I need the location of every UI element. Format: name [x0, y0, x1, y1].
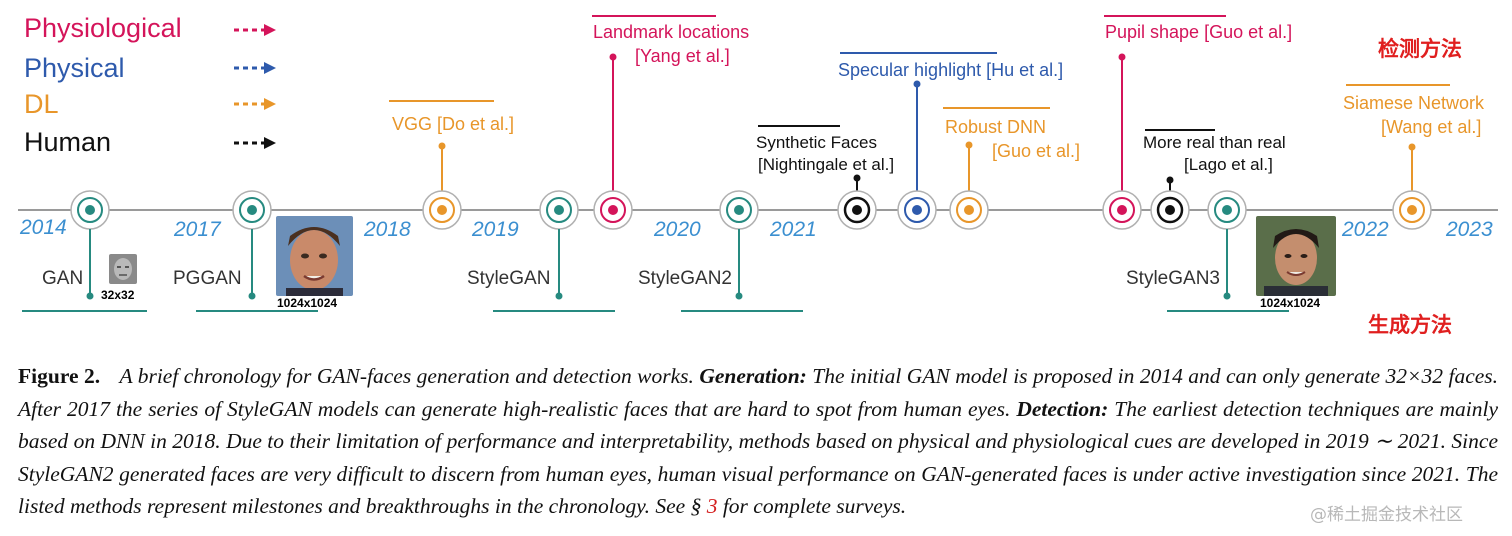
face-image-pggan — [276, 216, 353, 296]
legend-label-human: Human — [24, 127, 111, 157]
generation-methods-label: 生成方法 — [1368, 313, 1452, 337]
model-label-stylegan3: StyleGAN3 — [1126, 268, 1220, 289]
face-image-gan — [109, 254, 137, 284]
caption-label: Figure 2. — [18, 364, 101, 388]
detection-milestones: VGG [Do et al.] Landmark locations [Yang… — [389, 15, 1485, 230]
year-labels: 2014 2017 2018 2019 2020 2021 2022 2023 — [19, 216, 1493, 241]
milestone-robust-dnn: Robust DNN [Guo et al.] — [943, 107, 1080, 230]
caption-closing: for complete surveys. — [722, 494, 907, 518]
caption-detection-text: The earliest detection techniques are ma… — [18, 396, 1499, 519]
method-ref-synthetic-faces: [Nightingale et al.] — [758, 155, 894, 174]
method-ref-siamese: [Wang et al.] — [1381, 117, 1481, 137]
method-label-siamese: Siamese Network — [1343, 93, 1485, 113]
model-label-stylegan2: StyleGAN2 — [638, 268, 732, 289]
year-label: 2017 — [173, 218, 222, 241]
milestone-landmark: Landmark locations [Yang et al.] — [592, 15, 749, 230]
legend-arrow-head — [264, 24, 276, 36]
resolution-label-gan: 32x32 — [101, 288, 135, 302]
generation-milestones: GAN PGGAN StyleGAN StyleGA — [22, 190, 1289, 312]
method-label-more-real: More real than real — [1143, 133, 1286, 152]
year-label: 2019 — [471, 218, 519, 241]
watermark: @稀土掘金技术社区 — [1310, 505, 1463, 525]
year-label: 2018 — [363, 218, 411, 241]
year-label: 2020 — [653, 218, 701, 241]
model-label-pggan: PGGAN — [173, 268, 242, 289]
legend-label-physiological: Physiological — [24, 13, 182, 43]
milestone-siamese-network: Siamese Network [Wang et al.] — [1343, 84, 1485, 230]
milestone-vgg: VGG [Do et al.] — [389, 100, 514, 230]
milestone-pggan: PGGAN — [173, 190, 318, 312]
milestone-more-real: More real than real [Lago et al.] — [1143, 129, 1286, 230]
milestone-stylegan: StyleGAN — [467, 190, 615, 312]
model-label-stylegan: StyleGAN — [467, 268, 550, 289]
legend-label-dl: DL — [24, 89, 59, 119]
milestone-stylegan2: StyleGAN2 — [638, 190, 803, 312]
milestone-synthetic-faces: Synthetic Faces [Nightingale et al.] — [756, 125, 894, 230]
year-label: 2014 — [19, 216, 67, 239]
figure-caption: Figure 2. A brief chronology for GAN-fac… — [18, 360, 1498, 523]
legend-arrow-head — [264, 62, 276, 74]
caption-generation-text: The initial GAN model is proposed in 201… — [18, 364, 1499, 421]
year-label: 2022 — [1341, 218, 1389, 241]
milestone-gan: GAN — [22, 190, 147, 312]
year-label: 2021 — [769, 218, 817, 241]
legend-arrow-head — [264, 137, 276, 149]
caption-generation-heading: Generation: — [699, 364, 807, 388]
resolution-label-stylegan3: 1024x1024 — [1260, 296, 1321, 310]
caption-intro: A brief chronology for GAN-faces generat… — [119, 364, 694, 388]
caption-detection-heading: Detection: — [1016, 396, 1109, 421]
method-label-landmark: Landmark locations — [593, 22, 749, 42]
chronology-diagram: Physiological Physical DL Human 2014 201… — [18, 13, 1498, 337]
milestone-stylegan3: StyleGAN3 — [1126, 190, 1289, 312]
method-label-pupil-shape: Pupil shape [Guo et al.] — [1105, 22, 1292, 42]
method-label-vgg: VGG [Do et al.] — [392, 114, 514, 134]
method-ref-landmark: [Yang et al.] — [635, 46, 730, 66]
milestone-specular-highlight: Specular highlight [Hu et al.] — [838, 52, 1063, 230]
model-label-gan: GAN — [42, 268, 83, 289]
face-image-stylegan3 — [1256, 216, 1336, 296]
method-label-robust-dnn: Robust DNN — [945, 117, 1046, 137]
method-ref-robust-dnn: [Guo et al.] — [992, 141, 1080, 161]
section-reference-link[interactable]: 3 — [706, 494, 718, 518]
legend-label-physical: Physical — [24, 53, 125, 83]
legend: Physiological Physical DL Human — [24, 13, 276, 157]
milestone-pupil-shape: Pupil shape [Guo et al.] — [1102, 15, 1292, 230]
resolution-label-pggan: 1024x1024 — [277, 296, 338, 310]
method-ref-more-real: [Lago et al.] — [1184, 155, 1273, 174]
detection-methods-label: 检测方法 — [1378, 37, 1462, 61]
timeline-svg: Physiological Physical DL Human 2014 201… — [18, 13, 1498, 312]
legend-arrow-head — [264, 98, 276, 110]
year-label: 2023 — [1445, 218, 1493, 241]
method-label-specular: Specular highlight [Hu et al.] — [838, 60, 1063, 80]
method-label-synthetic-faces: Synthetic Faces — [756, 133, 877, 152]
